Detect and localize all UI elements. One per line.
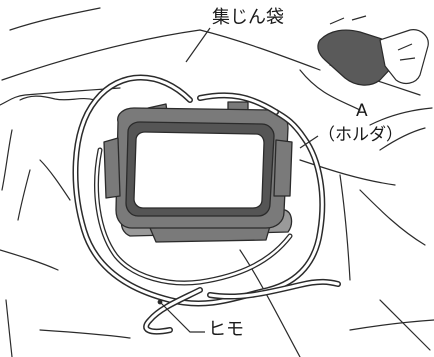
hand-icon [317,15,429,86]
leader-holder [299,135,319,149]
dust-bag-label: 集じん袋 [212,7,284,28]
part-a-label: A [356,101,368,121]
cord-label: ヒモ [208,319,244,340]
leader-lines [157,27,319,333]
leader-dust-bag [185,27,211,63]
holder-a [103,101,293,243]
holder-label: （ホルダ） [318,125,403,145]
leader-cord [159,301,205,333]
cord [72,74,341,335]
